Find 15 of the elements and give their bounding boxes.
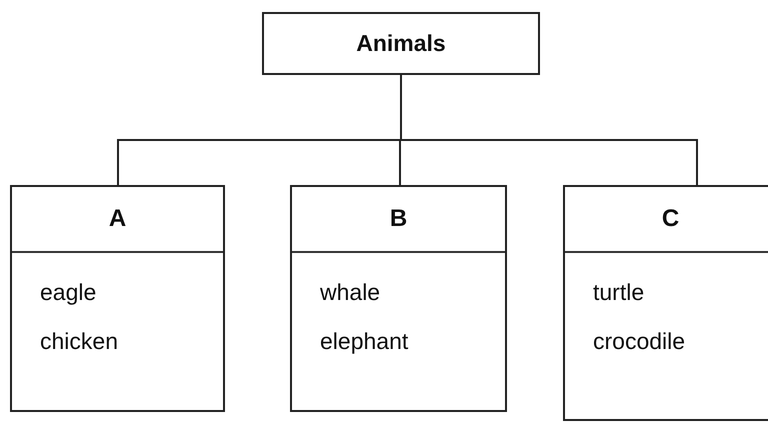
group-label: C <box>662 205 680 233</box>
animal-name: chicken <box>40 328 118 355</box>
group-card <box>290 185 507 412</box>
group-label: B <box>390 205 408 233</box>
category-title: Animals <box>356 30 446 57</box>
category-box <box>262 12 540 75</box>
animal-name: eagle <box>40 279 96 306</box>
group-label: A <box>108 205 126 233</box>
connector-line <box>400 75 698 185</box>
animal-name: crocodile <box>593 328 686 355</box>
animal-name: elephant <box>320 328 408 355</box>
group-card <box>10 185 225 412</box>
animal-name: whale <box>320 279 380 306</box>
group-card <box>563 185 768 421</box>
animal-name: turtle <box>593 279 644 306</box>
